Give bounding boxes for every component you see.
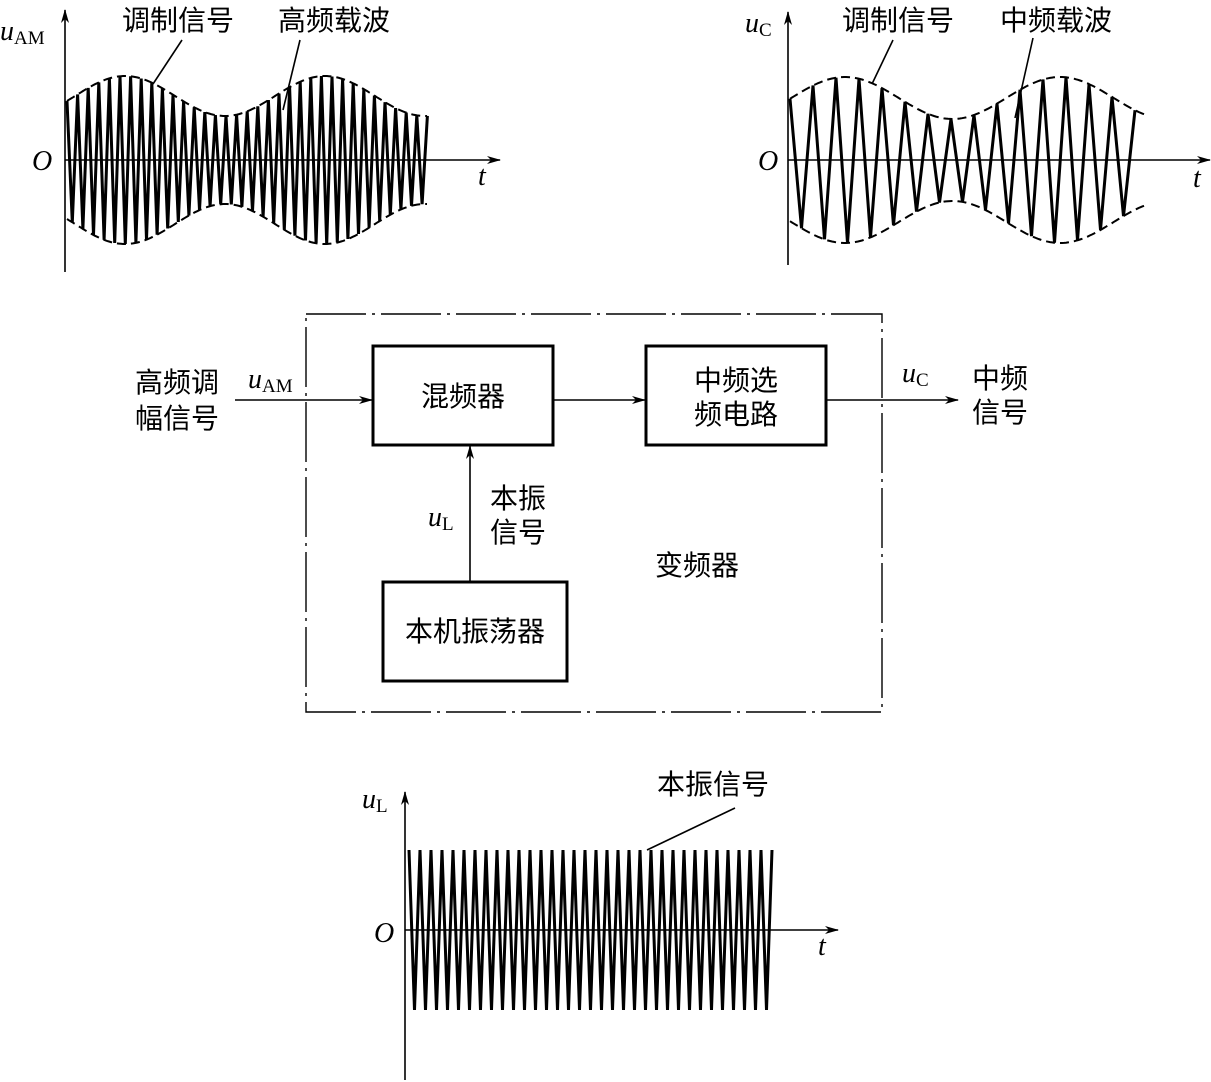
am-envelope-top — [66, 75, 427, 117]
lo-label-line1: 本振 — [490, 482, 546, 515]
oscillator-label: 本机振荡器 — [405, 615, 545, 648]
oscillator-box — [381, 580, 569, 683]
if-envelope-top — [789, 76, 1145, 120]
lo-y-label: uL — [362, 784, 388, 817]
if-x-label: t — [1193, 163, 1202, 194]
lo-graph: uL O t 本振信号 — [362, 768, 839, 1080]
if-carrier-leader — [1014, 37, 1034, 119]
if-modulating-label: 调制信号 — [842, 4, 954, 37]
am-carrier-label: 高频载波 — [278, 4, 390, 37]
if-filter-box — [644, 344, 828, 447]
am-carrier-wave — [65, 76, 429, 245]
if-graph: uC O t 调制信号 中频载波 — [745, 4, 1211, 265]
input-var-label: uAM — [248, 364, 293, 397]
output-var-label: uC — [902, 358, 929, 391]
output-label-line1: 中频 — [972, 362, 1028, 395]
am-modulating-label: 调制信号 — [122, 4, 234, 37]
mixer-label: 混频器 — [421, 380, 505, 413]
input-label-line1: 高频调 — [135, 366, 219, 399]
lo-var-label: uL — [428, 502, 454, 535]
converter-frame — [305, 313, 883, 713]
am-origin-label: O — [32, 146, 52, 177]
if-filter-label-line1: 中频选 — [694, 364, 778, 397]
am-carrier-leader — [282, 39, 301, 111]
mixer-box — [371, 344, 555, 447]
output-label-line2: 信号 — [972, 396, 1028, 429]
am-y-label: uAM — [0, 16, 45, 49]
lo-origin-label: O — [374, 918, 394, 949]
lo-signal-leader — [646, 807, 736, 851]
if-y-label: uC — [745, 8, 772, 41]
if-origin-label: O — [758, 146, 778, 177]
lo-wave — [407, 849, 774, 1011]
am-modulating-leader — [152, 39, 183, 85]
lo-x-label: t — [818, 931, 827, 962]
block-diagram: 变频器 高频调 幅信号 uAM 混频器 中频选 频电路 uC 中频 信号 本机振… — [135, 313, 1028, 713]
am-envelope-bottom — [66, 203, 427, 245]
am-graph: uAM O t 调制信号 高频载波 — [0, 4, 501, 272]
if-carrier-label: 中频载波 — [1000, 4, 1112, 37]
input-label-line2: 幅信号 — [135, 402, 219, 435]
if-envelope-bottom — [789, 200, 1145, 244]
lo-label-line2: 信号 — [490, 516, 546, 549]
if-filter-label-line2: 频电路 — [694, 398, 778, 431]
converter-label: 变频器 — [655, 549, 739, 582]
am-x-label: t — [478, 161, 487, 192]
if-carrier-wave — [788, 77, 1137, 244]
if-modulating-leader — [871, 39, 894, 85]
lo-signal-label: 本振信号 — [657, 768, 769, 801]
